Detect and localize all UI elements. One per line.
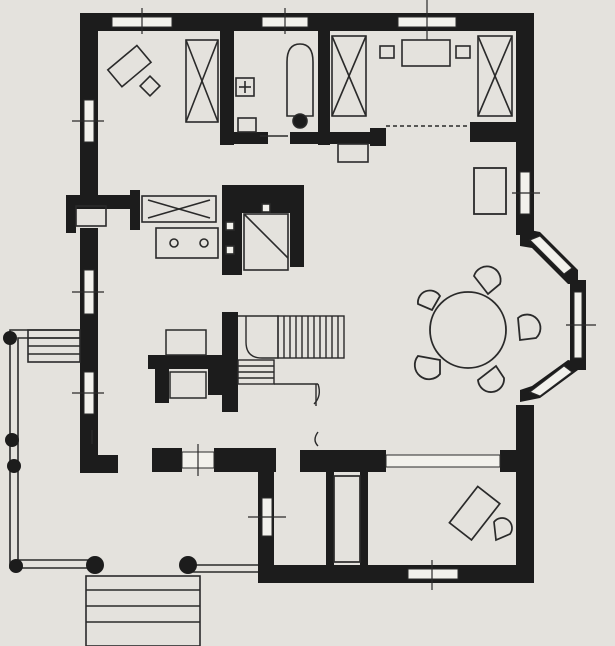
bath-drain bbox=[292, 113, 308, 129]
interior-walls bbox=[66, 25, 522, 565]
fireplace-hood bbox=[165, 329, 207, 356]
dining-chair-3 bbox=[517, 313, 542, 342]
door-swing-hall bbox=[313, 383, 321, 405]
dining-set bbox=[413, 167, 542, 393]
bed-right bbox=[477, 35, 513, 117]
veranda bbox=[9, 329, 258, 573]
door-swing-living bbox=[314, 431, 319, 447]
front-steps bbox=[85, 575, 201, 646]
office-wardrobe bbox=[333, 475, 361, 563]
flue-opening-3 bbox=[225, 245, 235, 255]
window-mullions bbox=[72, 0, 596, 590]
bedroom bbox=[331, 35, 513, 163]
veranda-columns bbox=[3, 331, 197, 574]
flue-opening-1 bbox=[261, 203, 271, 213]
stove-burner-1 bbox=[169, 238, 179, 248]
kitchen-counter bbox=[141, 195, 217, 223]
bathtub bbox=[286, 43, 314, 117]
staircase bbox=[237, 315, 345, 406]
study-chair bbox=[138, 74, 162, 98]
office-room bbox=[333, 475, 513, 563]
bed-left bbox=[331, 35, 367, 117]
stove-burner-2 bbox=[199, 238, 209, 248]
window-bottom-office bbox=[407, 568, 459, 580]
fireplace-hearth bbox=[169, 371, 207, 399]
study-room bbox=[106, 39, 219, 123]
door-marks bbox=[91, 135, 321, 447]
flue-opening-2 bbox=[225, 221, 235, 231]
window-bay-upper bbox=[529, 235, 573, 275]
kitchen-window-box bbox=[75, 205, 107, 227]
sideboard bbox=[473, 167, 507, 215]
kitchen bbox=[75, 195, 289, 271]
fireplace bbox=[165, 329, 207, 399]
study-desk bbox=[106, 44, 153, 88]
stove bbox=[155, 227, 219, 259]
office-desk bbox=[448, 485, 502, 542]
pantry bbox=[243, 213, 289, 271]
sink bbox=[235, 77, 255, 97]
window-bay-lower bbox=[528, 365, 573, 397]
dresser bbox=[401, 39, 451, 67]
dining-chair-1 bbox=[417, 289, 442, 312]
window-office-inner bbox=[385, 454, 501, 468]
toilet bbox=[237, 117, 257, 133]
dining-chair-2 bbox=[473, 265, 502, 296]
dining-chair-5 bbox=[413, 355, 441, 381]
entrance-steps bbox=[85, 575, 201, 646]
office-chair bbox=[493, 517, 513, 542]
dining-chair-4 bbox=[477, 364, 505, 393]
study-wardrobe bbox=[185, 39, 219, 123]
bathroom bbox=[235, 43, 314, 133]
nightstand-left bbox=[379, 45, 395, 59]
dining-table bbox=[429, 291, 507, 369]
stair-landing bbox=[238, 315, 279, 359]
bedroom-step bbox=[337, 143, 369, 163]
nightstand-right bbox=[455, 45, 471, 59]
